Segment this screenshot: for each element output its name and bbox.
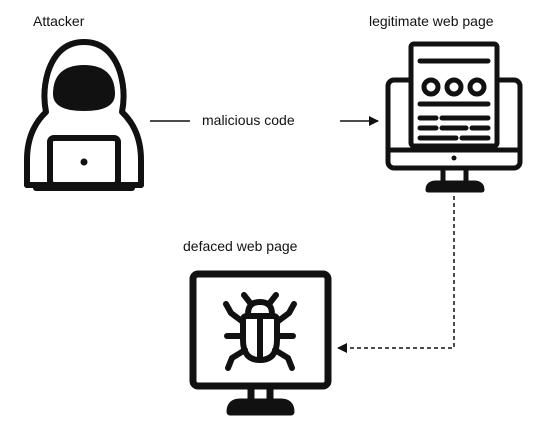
- laptop-camera-dot: [80, 158, 88, 166]
- edge-dashed-arrow: [337, 196, 455, 353]
- web-monitor-icon: [385, 41, 523, 193]
- monitor-power-dot: [451, 155, 457, 161]
- attacker-label: Attacker: [33, 13, 85, 29]
- bug-icon: [223, 292, 297, 371]
- legitimate-web-page-label: legitimate web page: [369, 13, 494, 29]
- bug-monitor-icon: [189, 270, 332, 416]
- hooded-hacker-icon: [24, 39, 144, 191]
- malicious-code-edge-label: malicious code: [198, 112, 299, 128]
- defaced-web-page-label: defaced web page: [183, 238, 298, 254]
